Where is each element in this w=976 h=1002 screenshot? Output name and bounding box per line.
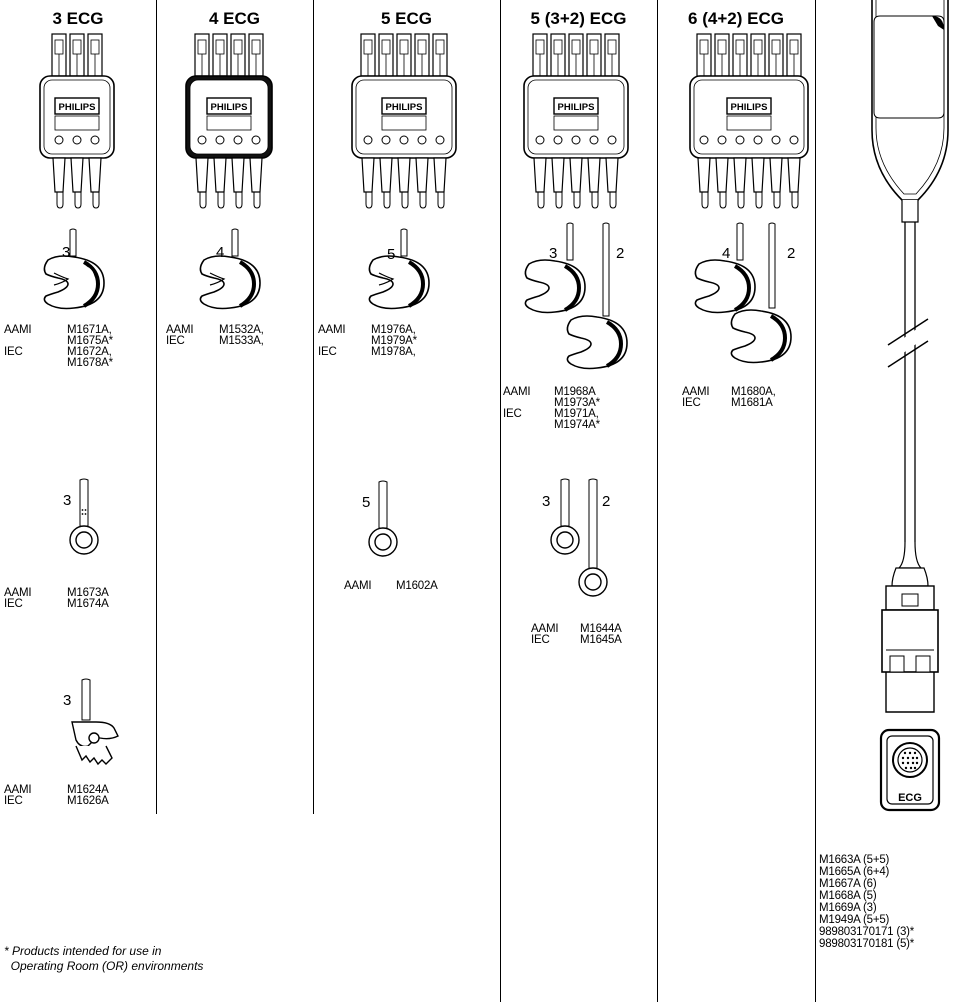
trunk-part-number: M1665A (6+4) [819, 866, 890, 878]
column-divider [657, 0, 658, 1002]
iec-label: IEC [4, 346, 23, 358]
column-header-4-ecg: 4 ECG [208, 9, 261, 28]
part-number: M1674A [67, 598, 109, 610]
brand-label: PHILIPS [211, 102, 248, 113]
4-lead-connector-illustration: PHILIPS [185, 33, 273, 209]
brand-label: PHILIPS [386, 102, 423, 113]
trunk-part-number: M1669A (3) [819, 902, 877, 914]
iec-label: IEC [318, 346, 337, 358]
snap-lead-count-b: 2 [602, 493, 611, 510]
part-number: M1532A, [219, 324, 264, 336]
part-number: M1624A [67, 784, 109, 796]
part-number: M1681A [731, 397, 773, 409]
grabber-lead-count: 4 [216, 244, 225, 261]
footnote-line-2: Operating Room (OR) environments [4, 959, 204, 973]
iec-label: IEC [531, 634, 550, 646]
column-divider [815, 0, 816, 1002]
snap-leadset-icon [69, 478, 99, 555]
iec-label: IEC [166, 335, 185, 347]
aami-label: AAMI [166, 324, 194, 336]
column-header-5-3plus2-ecg: 5 (3+2) ECG [530, 9, 627, 28]
grabber-leadset-icon [368, 228, 430, 310]
column-divider [156, 0, 157, 814]
column-header-3-ecg: 3 ECG [52, 9, 104, 28]
part-number: M1968A M1973A* [554, 386, 600, 409]
clip-leadset-icon [71, 678, 119, 766]
snap-leadset-icon [368, 480, 398, 557]
part-number: M1644A [580, 623, 622, 635]
trunk-part-number: 989803170181 (5)* [819, 938, 915, 950]
grabber-leadset-icon [524, 222, 628, 370]
part-number: M1971A, M1974A* [554, 408, 600, 431]
trunk-cable-illustration: ECG [871, 0, 949, 812]
grabber-lead-count-a: 4 [722, 245, 731, 262]
grabber-lead-count-b: 2 [787, 245, 796, 262]
part-number: M1672A, M1678A* [67, 346, 113, 369]
grabber-leadset-icon [199, 228, 261, 310]
part-number: M1673A [67, 587, 109, 599]
iec-label: IEC [4, 598, 23, 610]
snap-lead-count-a: 3 [542, 493, 551, 510]
5-lead-3plus2-connector-illustration: PHILIPS [523, 33, 629, 209]
part-number: M1626A [67, 795, 109, 807]
part-number: M1976A, M1979A* [371, 324, 417, 347]
aami-label: AAMI [4, 324, 32, 336]
part-number: M1645A [580, 634, 622, 646]
snap-leadset-icon [550, 478, 608, 597]
grabber-leadset-icon [694, 222, 792, 364]
aami-label: AAMI [4, 587, 32, 599]
aami-label: AAMI [344, 580, 372, 592]
part-number: M1978A, [371, 346, 416, 358]
snap-lead-count: 3 [63, 492, 72, 509]
grabber-lead-count: 5 [387, 246, 396, 263]
5-lead-connector-illustration: PHILIPS [351, 33, 457, 209]
footnote-line-1: * Products intended for use in [4, 944, 162, 958]
grabber-lead-count: 3 [62, 244, 71, 261]
grabber-leadset-icon [43, 228, 105, 310]
brand-label: PHILIPS [558, 102, 595, 113]
brand-label: PHILIPS [731, 102, 768, 113]
part-number: M1671A, M1675A* [67, 324, 113, 347]
snap-lead-count: 5 [362, 494, 371, 511]
iec-label: IEC [503, 408, 522, 420]
trunk-part-number: M1668A (5) [819, 890, 877, 902]
ecg-connector-label: ECG [898, 792, 922, 804]
part-number: M1602A [396, 580, 438, 592]
part-number: M1680A, [731, 386, 776, 398]
6-lead-4plus2-connector-illustration: PHILIPS [689, 33, 809, 209]
trunk-part-number: 989803170171 (3)* [819, 926, 915, 938]
aami-label: AAMI [531, 623, 559, 635]
part-number: M1533A, [219, 335, 264, 347]
column-divider [313, 0, 314, 814]
grabber-lead-count-a: 3 [549, 245, 558, 262]
grabber-lead-count-b: 2 [616, 245, 625, 262]
aami-label: AAMI [503, 386, 531, 398]
aami-label: AAMI [682, 386, 710, 398]
column-divider [500, 0, 501, 1002]
clip-lead-count: 3 [63, 692, 72, 709]
3-lead-connector-illustration: PHILIPS [39, 33, 115, 209]
trunk-part-number: M1949A (5+5) [819, 914, 890, 926]
column-header-6-4plus2-ecg: 6 (4+2) ECG [688, 9, 784, 28]
iec-label: IEC [4, 795, 23, 807]
column-header-5-ecg: 5 ECG [380, 9, 433, 28]
brand-label: PHILIPS [59, 102, 96, 113]
aami-label: AAMI [318, 324, 346, 336]
aami-label: AAMI [4, 784, 32, 796]
iec-label: IEC [682, 397, 701, 409]
trunk-part-number: M1663A (5+5) [819, 854, 890, 866]
trunk-part-number: M1667A (6) [819, 878, 877, 890]
